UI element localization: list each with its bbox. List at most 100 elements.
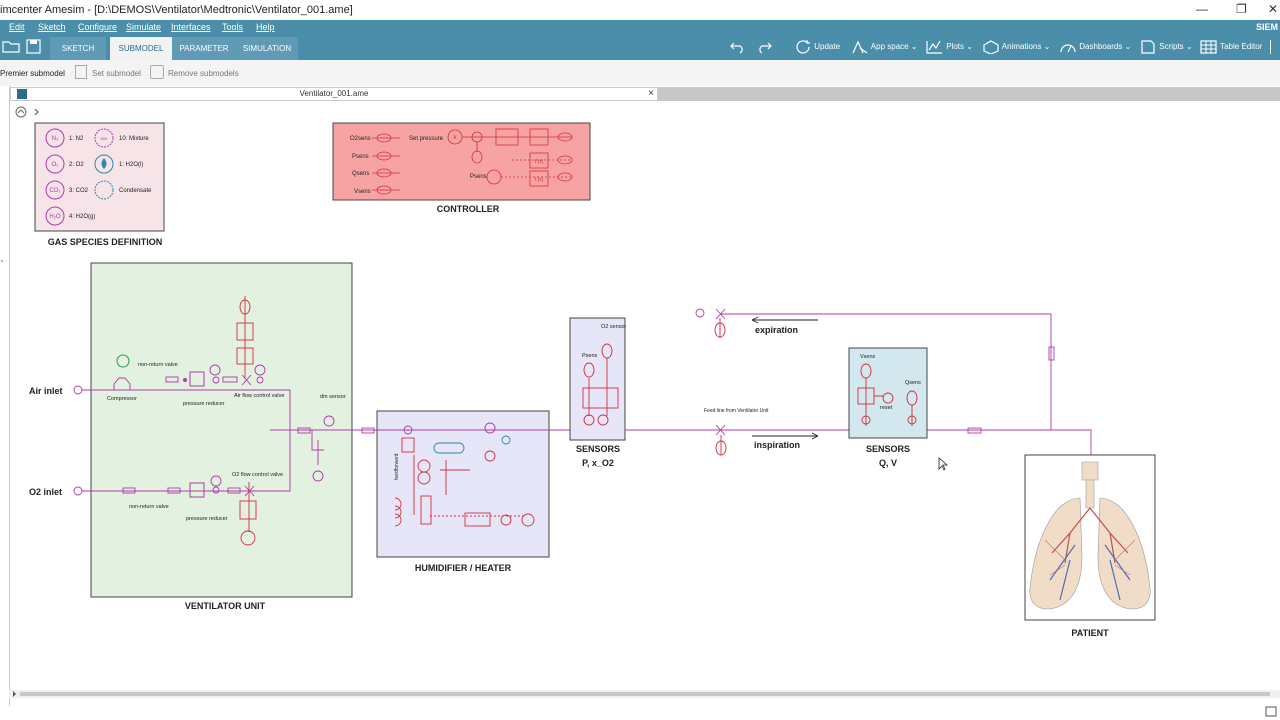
menu-help[interactable]: Help: [256, 22, 275, 32]
menu-simulate[interactable]: Simulate: [126, 22, 162, 32]
plots-button[interactable]: Plots ⌄: [926, 40, 973, 54]
mixture-icon[interactable]: [94, 128, 114, 148]
o2-icon-label: O₂: [52, 162, 60, 168]
controller-fx-1: f (x): [535, 159, 544, 165]
table-editor-label: Table Editor: [1220, 42, 1263, 52]
close-button[interactable]: ✕: [1268, 2, 1279, 16]
ribbon: SKETCH SUBMODEL PARAMETER SIMULATION Upd…: [0, 34, 1280, 60]
set-submodel-icon: [75, 65, 87, 79]
menu-configure[interactable]: Configure: [78, 22, 118, 32]
app-space-button[interactable]: App space ⌄: [851, 40, 918, 54]
sketch-mode-icon[interactable]: [17, 89, 27, 99]
h2o-gas-icon-label: H₂O: [49, 214, 61, 220]
menu-interfaces[interactable]: Interfaces: [171, 22, 211, 32]
controller-blocks: [372, 128, 573, 195]
sensors-p-panel[interactable]: [569, 317, 626, 441]
open-icon[interactable]: [2, 39, 20, 58]
sensors-p-title-line1: SENSORS: [576, 444, 620, 454]
gas-species-title: GAS SPECIES DEFINITION: [48, 237, 163, 247]
gas-mixture-label: 10: Mixture: [119, 136, 149, 142]
minimize-button[interactable]: —: [1196, 2, 1208, 16]
scroll-left-icon[interactable]: [13, 691, 16, 697]
sensors-p-psens-label: Psens: [582, 353, 598, 359]
mixture-icon-label: MIX: [100, 136, 107, 141]
premier-submodel-button[interactable]: Premier submodel: [0, 69, 65, 78]
o2-icon[interactable]: [45, 154, 65, 174]
condensate-icon[interactable]: [94, 180, 114, 200]
menu-tools[interactable]: Tools: [222, 22, 244, 32]
o2-pressure-reducer-icon[interactable]: [189, 482, 205, 498]
gas-h2o-gas-label: 4: H2O(g): [69, 214, 95, 220]
water-drop-icon[interactable]: [94, 154, 114, 174]
air-inlet-label: Air inlet: [29, 386, 63, 396]
patient-circuit-piping: [625, 308, 1092, 455]
update-button[interactable]: Update: [796, 40, 840, 54]
menu-edit[interactable]: Edit: [9, 22, 25, 32]
remove-submodels-button[interactable]: Remove submodels: [168, 69, 239, 78]
h2o-gas-icon[interactable]: [45, 206, 65, 226]
mouse-cursor-icon: [938, 457, 949, 471]
sensors-p-signals: [582, 343, 619, 426]
gas-species-panel[interactable]: [34, 122, 165, 232]
left-edge-marker: [0, 259, 4, 263]
dm-sensor-label: dm sensor: [320, 394, 346, 400]
collapse-icon[interactable]: [15, 106, 27, 118]
update-label: Update: [814, 42, 841, 52]
controller-panel[interactable]: [332, 122, 591, 201]
o2-sensor-label: O2 sensor: [601, 324, 627, 330]
qsens-label: Qsens: [905, 380, 921, 386]
o2-pressure-reducer-label: pressure reducer: [186, 516, 228, 522]
o2-flow-valve-label: O2 flow control valve: [232, 472, 283, 478]
non-return-valve-icon[interactable]: [183, 378, 187, 382]
expiration-label: expiration: [755, 325, 798, 335]
dashboards-button[interactable]: Dashboards ⌄: [1059, 40, 1131, 54]
save-icon[interactable]: [26, 39, 42, 59]
redo-icon[interactable]: [756, 40, 772, 54]
patient-title: PATIENT: [1071, 628, 1109, 638]
animations-label: Animations: [1001, 42, 1042, 52]
plots-label: Plots: [946, 42, 965, 52]
horizontal-scrollbar-thumb[interactable]: [20, 692, 1270, 696]
controller-fx-2: f (x): [535, 177, 544, 183]
non-return-valve-label: non-return valve: [138, 362, 178, 368]
humidifier-panel[interactable]: [376, 410, 550, 558]
table-editor-button[interactable]: Table Editor: [1200, 40, 1262, 54]
tab-sketch[interactable]: SKETCH: [50, 37, 106, 60]
feedforward-label: feedforward: [394, 453, 400, 480]
remove-submodel-icon: [150, 65, 164, 79]
gas-n2-label: 1: N2: [69, 136, 84, 142]
controller-set-pressure: Set pressure: [409, 136, 444, 142]
lungs-icon: [1029, 461, 1151, 610]
drop-glyph-icon: [101, 158, 107, 169]
sensors-q-signals: [857, 363, 918, 426]
pressure-reducer-icon[interactable]: [189, 371, 205, 387]
controller-input-o2sens: O2sens: [350, 136, 371, 142]
controller-input-psens: Psens: [352, 154, 369, 160]
pressure-reducer-label: pressure reducer: [183, 401, 225, 407]
expand-chevron-icon[interactable]: [34, 108, 39, 116]
vsens-label: Vsens: [860, 354, 876, 360]
ribbon-divider: [1270, 40, 1272, 54]
window-title: imcenter Amesim - [D:\DEMOS\Ventilator\M…: [0, 4, 353, 16]
co2-icon-label: CO₂: [49, 188, 61, 194]
animations-button[interactable]: Animations ⌄: [982, 40, 1050, 55]
scripts-button[interactable]: Scripts ⌄: [1139, 40, 1193, 54]
co2-icon[interactable]: [45, 180, 65, 200]
n2-icon[interactable]: [45, 128, 65, 148]
set-submodel-button[interactable]: Set submodel: [92, 69, 141, 78]
expiration-arrow-icon: [751, 316, 818, 324]
restore-button[interactable]: ❐: [1236, 2, 1247, 16]
document-close-button[interactable]: ×: [648, 88, 654, 99]
menu-sketch[interactable]: Sketch: [38, 22, 66, 32]
undo-icon[interactable]: [730, 40, 746, 54]
dashboards-label: Dashboards: [1079, 42, 1123, 52]
controller-gain-k: k: [454, 135, 458, 141]
tab-parameter[interactable]: PARAMETER: [172, 37, 236, 60]
tab-simulation[interactable]: SIMULATION: [236, 37, 298, 60]
o2-non-return-valve-label: non-return valve: [129, 504, 169, 510]
compressor-motor-icon[interactable]: [116, 354, 130, 368]
tab-submodel[interactable]: SUBMODEL: [110, 37, 172, 60]
status-bar-icon[interactable]: [1265, 706, 1277, 717]
document-tab-strip: [658, 87, 1280, 101]
document-tab[interactable]: Ventilator_001.ame ×: [10, 87, 658, 101]
